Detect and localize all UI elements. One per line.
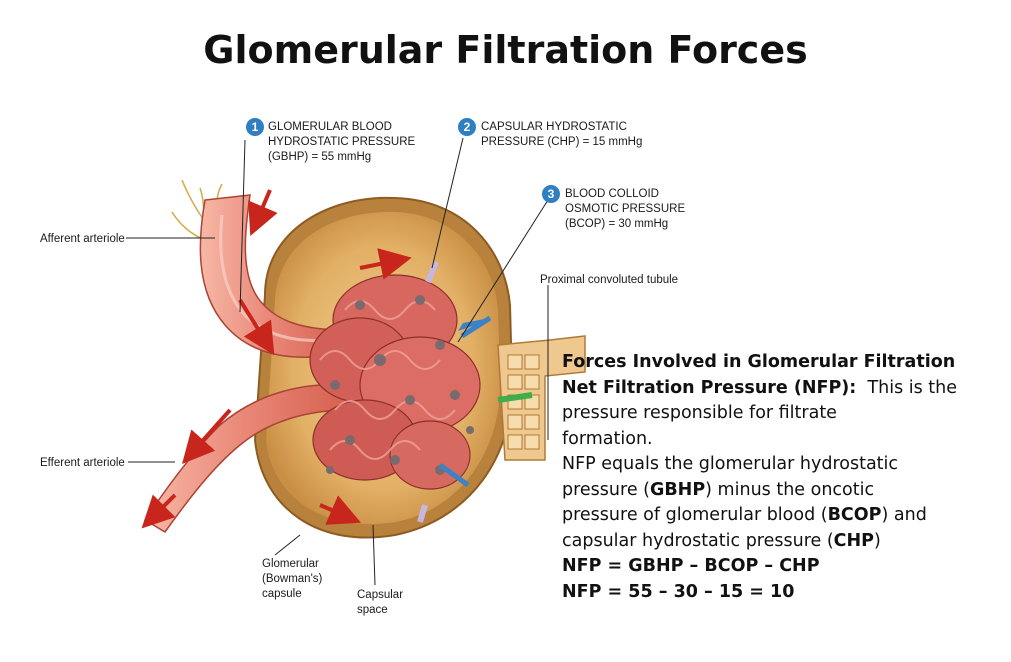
callout-number-3 [542, 185, 560, 203]
label-efferent-arteriole: Efferent arteriole [40, 457, 125, 469]
callout-bcop-line-2: OSMOTIC PRESSURE [565, 203, 685, 215]
eq-3a: pressure of glomerular blood ( [562, 505, 828, 525]
callout-number-2-text: 2 [464, 120, 471, 134]
leader-lines [126, 137, 549, 586]
callout-gbhp-line-1: GLOMERULAR BLOOD [268, 121, 392, 133]
chp-term: CHP [833, 530, 874, 551]
nfp-calculation: NFP = 55 – 30 – 15 = 10 [562, 581, 795, 602]
explanation-text: Forces Involved in Glomerular Filtration… [562, 350, 1002, 605]
eq-4a: capsular hydrostatic pressure ( [562, 530, 834, 551]
callout-gbhp-line-3: (GBHP) = 55 mmHg [268, 151, 371, 163]
equation-line-1: NFP equals the glomerular hydrostatic [562, 454, 899, 474]
callout-bcop-line-3: (BCOP) = 30 mmHg [565, 218, 668, 230]
eq-2a: pressure ( [562, 479, 650, 500]
equation-line-3: pressure of glomerular blood (BCOP) and [562, 503, 1002, 529]
bcop-term: BCOP [827, 505, 882, 525]
callout-number-1 [246, 118, 264, 136]
label-afferent-arteriole: Afferent arteriole [40, 233, 125, 245]
nfp-definition-line-3: formation. [562, 428, 653, 449]
green-filtrate-arrow [497, 392, 533, 403]
callout-bcop: 3 BLOOD COLLOID OSMOTIC PRESSURE (BCOP) … [542, 185, 685, 230]
callout-number-2 [458, 118, 476, 136]
nfp-term: Net Filtration Pressure (NFP): [562, 377, 857, 398]
label-capsule-line-2: (Bowman's) [262, 573, 323, 585]
label-space-line-1: Capsular [357, 589, 403, 601]
gbhp-term: GBHP [649, 479, 706, 500]
capillary-tuft [309, 274, 481, 490]
callout-number-1-text: 1 [252, 120, 259, 134]
eq-2c: ) minus the oncotic [705, 479, 875, 500]
lilac-pressure-arrows [417, 260, 439, 523]
callout-chp-line-1: CAPSULAR HYDROSTATIC [481, 121, 627, 133]
eq-4c: ) [874, 530, 881, 551]
blue-pressure-arrows [438, 315, 492, 488]
callout-chp-line-2: PRESSURE (CHP) = 15 mmHg [481, 136, 642, 148]
label-capsule-line-3: capsule [262, 588, 302, 600]
label-proximal-tubule: Proximal convoluted tubule [540, 274, 678, 286]
callout-number-3-text: 3 [548, 187, 555, 201]
callout-bcop-line-1: BLOOD COLLOID [565, 188, 659, 200]
callout-chp: 2 CAPSULAR HYDROSTATIC PRESSURE (CHP) = … [458, 118, 642, 148]
label-space-line-2: space [357, 604, 388, 616]
equation-line-4: capsular hydrostatic pressure (CHP) [562, 529, 1002, 555]
nfp-definition-line-2: pressure responsible for filtrate [562, 403, 837, 423]
explanation-heading: Forces Involved in Glomerular Filtration [562, 352, 956, 372]
nfp-definition-line-1: Net Filtration Pressure (NFP): This is t… [562, 376, 1002, 402]
equation-line-2: pressure (GBHP) minus the oncotic [562, 478, 1002, 504]
label-capsule-line-1: Glomerular [262, 558, 319, 570]
callout-gbhp: 1 GLOMERULAR BLOOD HYDROSTATIC PRESSURE … [246, 118, 416, 163]
callout-gbhp-line-2: HYDROSTATIC PRESSURE [268, 136, 416, 148]
red-flow-arrows [141, 189, 412, 529]
slide-title: Glomerular Filtration Forces [203, 28, 808, 72]
nfp-formula: NFP = GBHP – BCOP – CHP [562, 556, 820, 576]
eq-3c: ) and [881, 505, 927, 525]
nfp-def-1: This is the [867, 377, 958, 398]
